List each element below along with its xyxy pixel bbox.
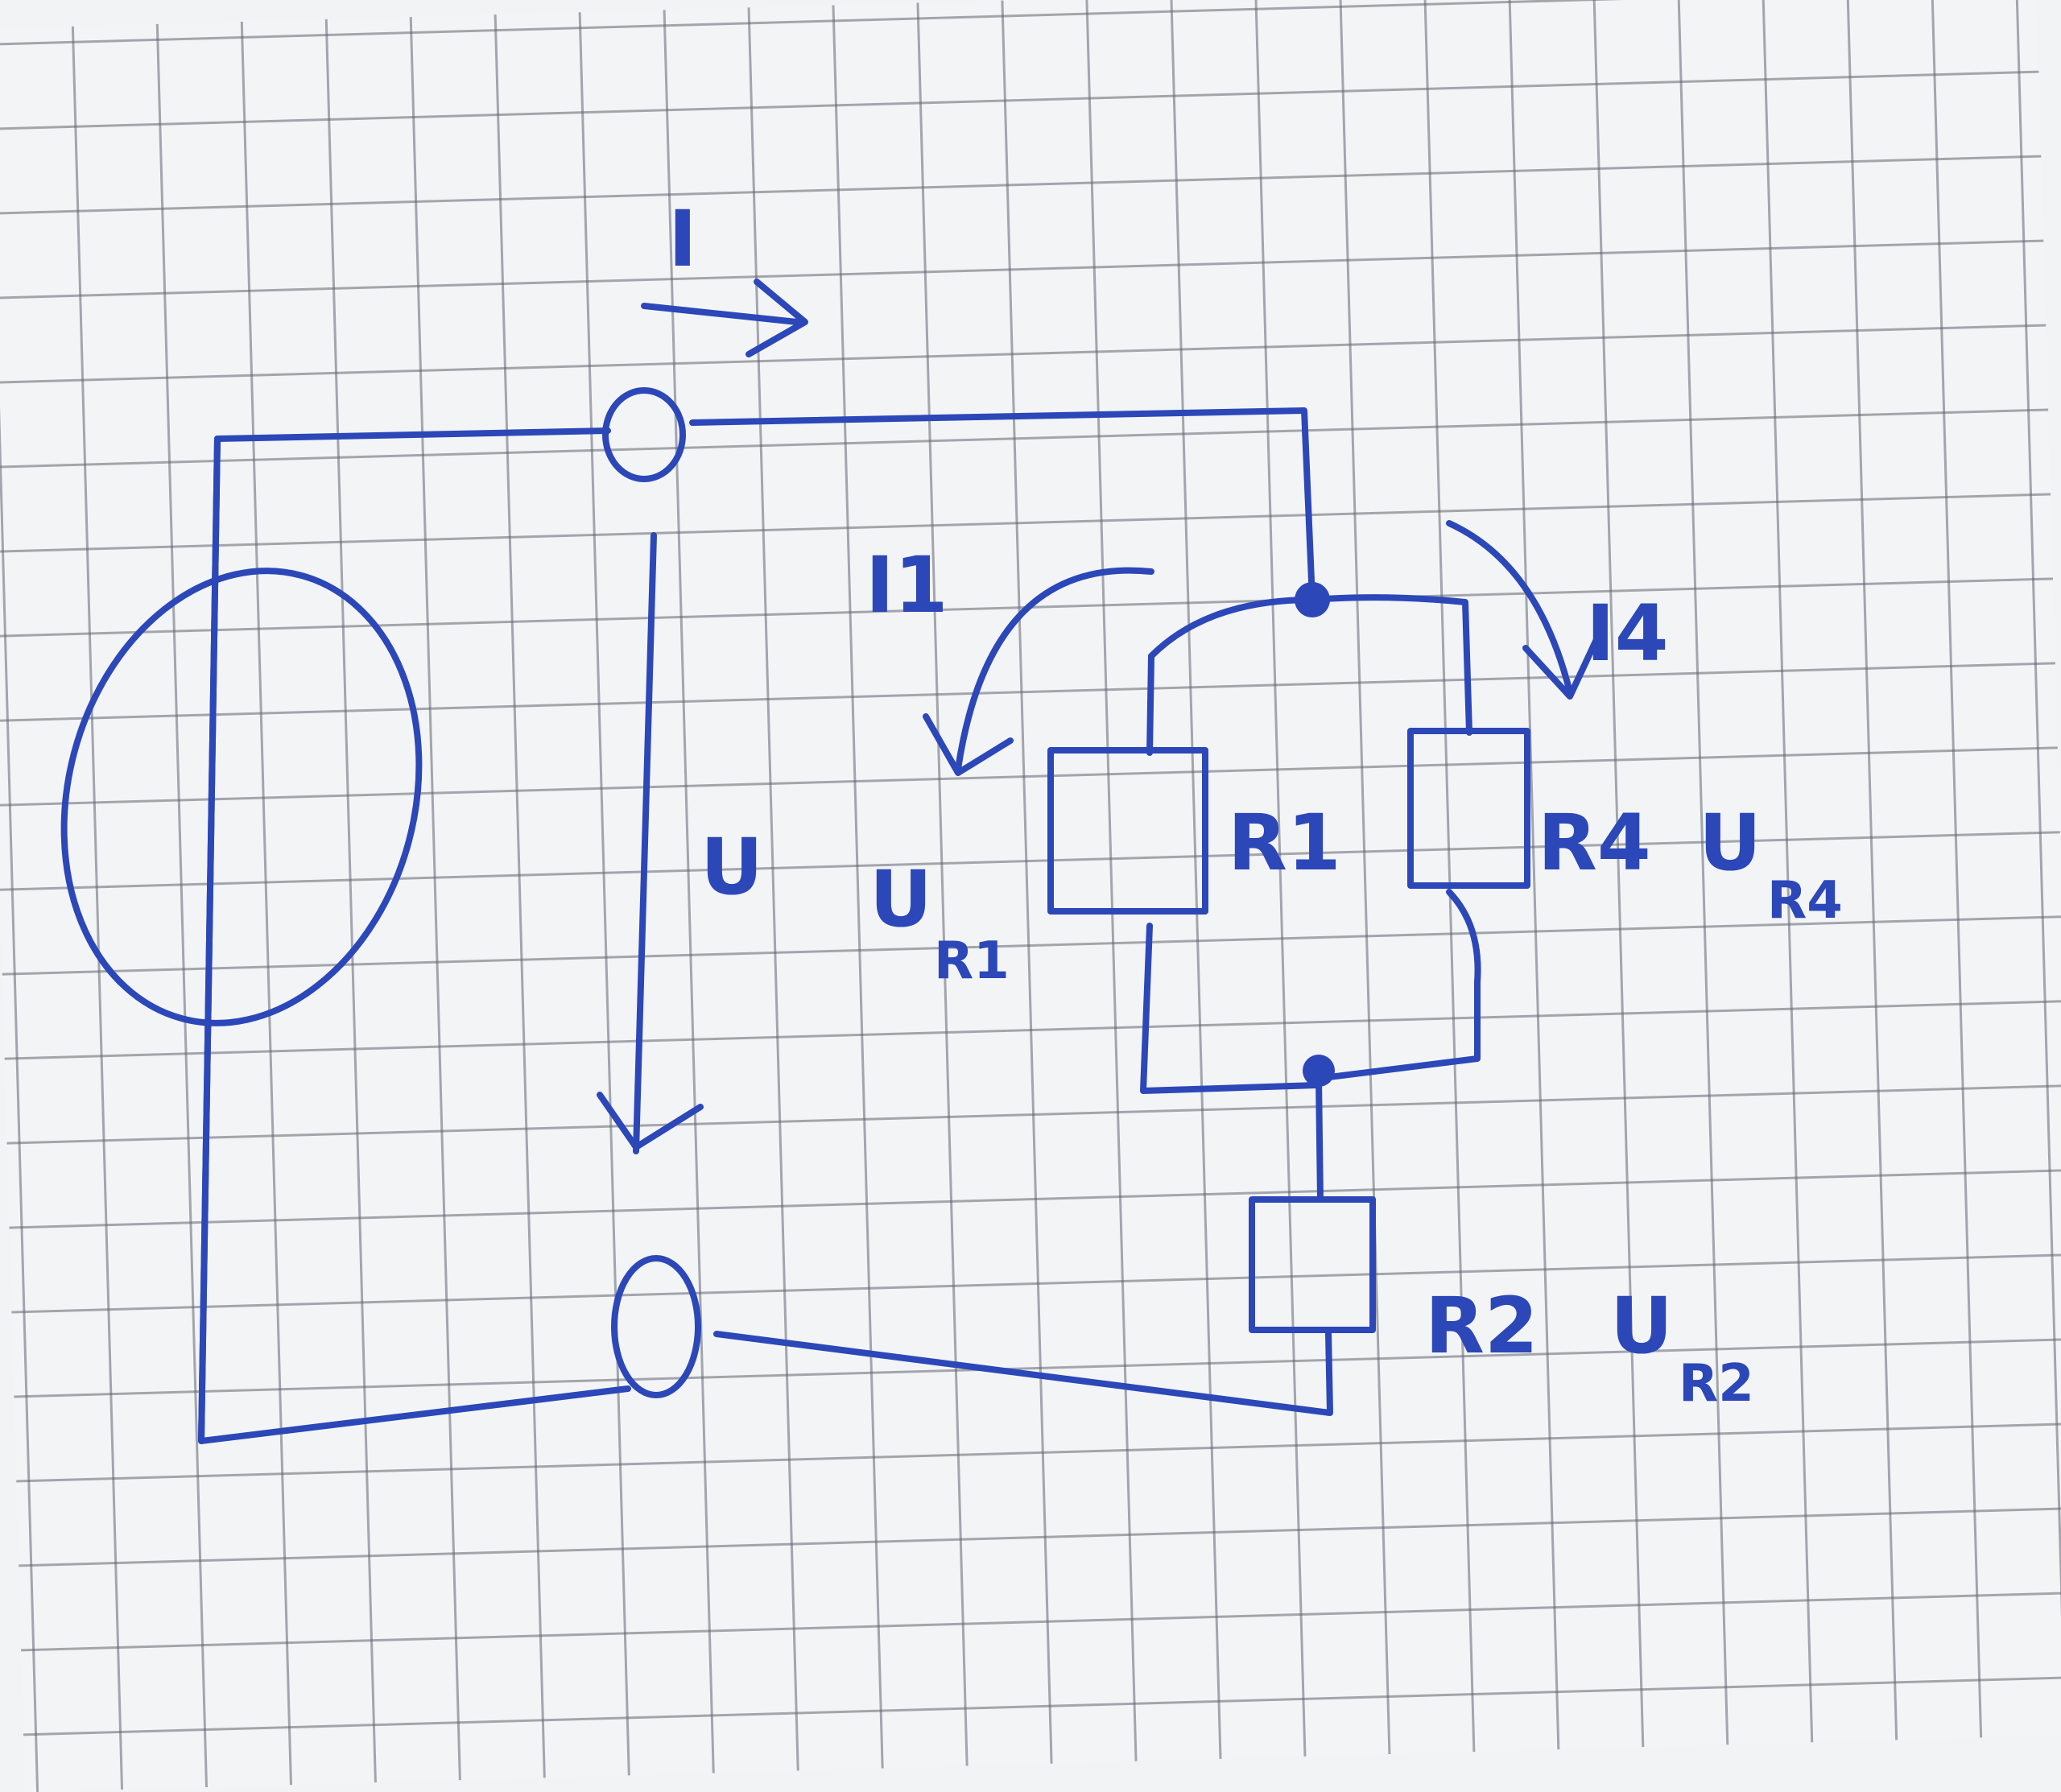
node-bottom [1303,1055,1335,1087]
wire-to-r2 [1315,1076,1324,1203]
top-wire [689,407,1315,603]
label-r4: R4 [1538,798,1651,888]
label-r1: R1 [1228,798,1341,888]
label-i1: I1 [865,540,948,630]
label-ur1: U [869,854,932,944]
resistor-r1 [1047,747,1208,915]
terminal-bottom [611,1255,701,1398]
label-ur4-sub: R4 [1767,871,1843,931]
current-arrow-i4 [1446,520,1601,700]
current-arrow-i1 [923,567,1154,776]
voltage-source-line [198,436,221,1444]
branch-r4-bottom [1313,889,1481,1082]
current-arrow-i [641,279,808,357]
source-left-wire [198,427,631,1444]
branch-r1-bottom [1140,923,1320,1094]
label-i4: I4 [1586,588,1669,679]
resistor-r2 [1249,1196,1376,1333]
label-ur4: U [1699,798,1762,888]
bottom-wire [713,1329,1333,1416]
voltage-source-circle [60,568,423,1026]
voltage-arrow-u [597,532,704,1154]
label-r2: R2 [1425,1281,1539,1371]
label-i: I [668,194,697,284]
label-u: U [700,822,763,912]
label-ur2: U [1610,1281,1673,1371]
resistor-r4 [1407,728,1530,889]
label-ur2-sub: R2 [1679,1354,1754,1414]
branch-r4-top [1309,594,1472,736]
branch-r1-top [1146,597,1315,756]
label-ur1-sub: R1 [934,931,1010,991]
terminal-top [602,387,686,482]
